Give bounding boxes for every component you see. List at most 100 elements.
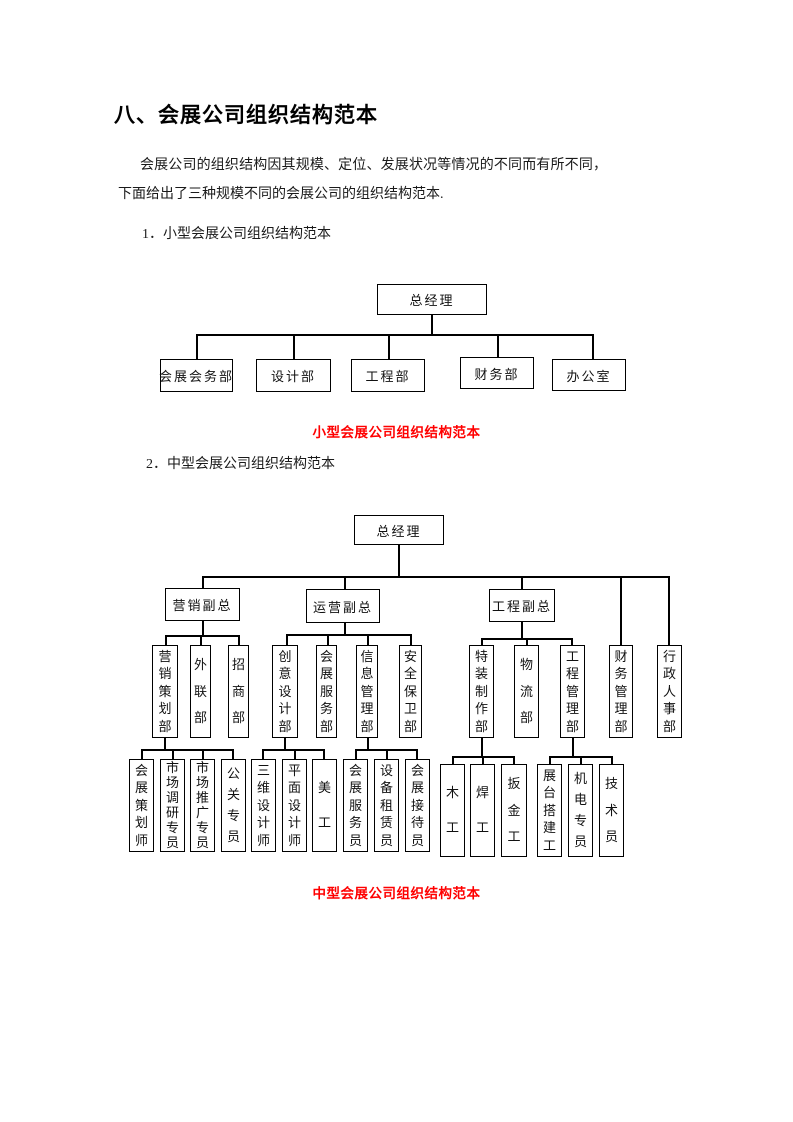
connector xyxy=(344,576,346,589)
org-node-staff: 会展策划师 xyxy=(129,759,154,852)
connector xyxy=(294,749,296,759)
connector xyxy=(355,749,357,759)
connector xyxy=(262,749,324,751)
connector xyxy=(196,334,594,336)
connector xyxy=(323,749,325,759)
org-node-dept: 财务管理部 xyxy=(609,645,633,738)
connector xyxy=(497,334,499,357)
org-node-dept: 会展会务部 xyxy=(159,359,233,392)
org-node-dept: 工程部 xyxy=(351,359,425,392)
org-node-dept: 工程管理部 xyxy=(560,645,585,738)
intro-paragraph: 会展公司的组织结构因其规模、定位、发展状况等情况的不同而有所不同，下面给出了三种… xyxy=(118,158,607,202)
connector xyxy=(481,638,483,645)
org-node-vice: 工程副总 xyxy=(489,589,555,622)
org-node-dept: 财务部 xyxy=(460,357,534,389)
org-node-dept: 特装制作部 xyxy=(469,645,494,738)
connector xyxy=(572,738,574,756)
org-node-dept: 创意设计部 xyxy=(272,645,298,738)
chart-caption-small: 小型会展公司组织结构范本 xyxy=(312,425,481,440)
org-node-root: 总经理 xyxy=(354,515,444,545)
connector xyxy=(481,638,572,640)
org-node-staff: 美工 xyxy=(312,759,337,852)
org-node-dept: 行政人事部 xyxy=(657,645,682,738)
connector xyxy=(521,576,523,589)
chart-caption-medium: 中型会展公司组织结构范本 xyxy=(312,886,481,901)
org-node-staff: 市场调研专员 xyxy=(160,759,185,852)
org-node-dept: 会展服务部 xyxy=(316,645,337,738)
org-node-staff: 市场推广专员 xyxy=(190,759,215,852)
connector xyxy=(202,576,670,578)
connector xyxy=(200,635,202,645)
connector xyxy=(141,749,143,759)
connector xyxy=(452,756,514,758)
connector xyxy=(549,756,551,764)
connector xyxy=(580,756,582,764)
connector xyxy=(398,544,400,576)
connector xyxy=(620,576,622,645)
connector xyxy=(202,749,204,759)
org-node-dept: 物流部 xyxy=(514,645,539,738)
org-node-root: 总经理 xyxy=(377,284,487,315)
org-node-staff: 扳金工 xyxy=(501,764,527,857)
connector xyxy=(286,634,411,636)
connector xyxy=(549,756,611,758)
org-node-staff: 公关专员 xyxy=(221,759,246,852)
org-node-staff: 焊工 xyxy=(470,764,495,857)
org-node-staff: 会展服务员 xyxy=(343,759,368,852)
connector xyxy=(196,334,198,359)
connector xyxy=(344,622,346,634)
org-node-staff: 木工 xyxy=(440,764,465,857)
connector xyxy=(410,634,412,645)
connector xyxy=(355,749,417,751)
list-item-medium: 2．中型会展公司组织结构范本 xyxy=(146,457,335,472)
org-node-staff: 平面设计师 xyxy=(282,759,307,852)
connector xyxy=(165,635,167,645)
connector xyxy=(482,756,484,764)
list-item-small: 1．小型会展公司组织结构范本 xyxy=(142,227,331,242)
connector xyxy=(262,749,264,759)
connector xyxy=(293,334,295,359)
org-node-staff: 三维设计师 xyxy=(251,759,276,852)
connector xyxy=(521,621,523,638)
connector xyxy=(431,314,433,335)
connector xyxy=(286,634,288,645)
org-node-dept: 安全保卫部 xyxy=(399,645,422,738)
connector xyxy=(416,749,418,759)
connector xyxy=(571,638,573,645)
org-node-staff: 设备租赁员 xyxy=(374,759,399,852)
connector xyxy=(367,738,369,749)
connector xyxy=(172,749,174,759)
org-node-dept: 营销策划部 xyxy=(152,645,178,738)
org-node-dept: 外联部 xyxy=(190,645,211,738)
org-node-dept: 招商部 xyxy=(228,645,249,738)
connector xyxy=(513,756,515,764)
connector xyxy=(526,638,528,645)
connector xyxy=(165,635,239,637)
connector xyxy=(327,634,329,645)
connector xyxy=(238,635,240,645)
connector xyxy=(141,749,233,751)
connector xyxy=(452,756,454,764)
connector xyxy=(164,738,166,749)
org-node-dept: 办公室 xyxy=(552,359,626,391)
org-node-vice: 运营副总 xyxy=(306,589,380,623)
connector xyxy=(367,634,369,645)
connector xyxy=(386,749,388,759)
connector xyxy=(202,576,204,588)
org-node-staff: 技术员 xyxy=(599,764,624,857)
org-node-dept: 设计部 xyxy=(256,359,331,392)
page-title: 八、会展公司组织结构范本 xyxy=(114,103,378,127)
connector xyxy=(202,620,204,635)
connector xyxy=(668,576,670,645)
org-node-vice: 营销副总 xyxy=(165,588,240,621)
org-node-staff: 会展接待员 xyxy=(405,759,430,852)
connector xyxy=(232,749,234,759)
connector xyxy=(388,334,390,359)
connector xyxy=(611,756,613,764)
connector xyxy=(284,738,286,749)
connector xyxy=(481,738,483,756)
org-node-staff: 展台搭建工 xyxy=(537,764,562,857)
org-node-staff: 机电专员 xyxy=(568,764,593,857)
connector xyxy=(592,334,594,359)
